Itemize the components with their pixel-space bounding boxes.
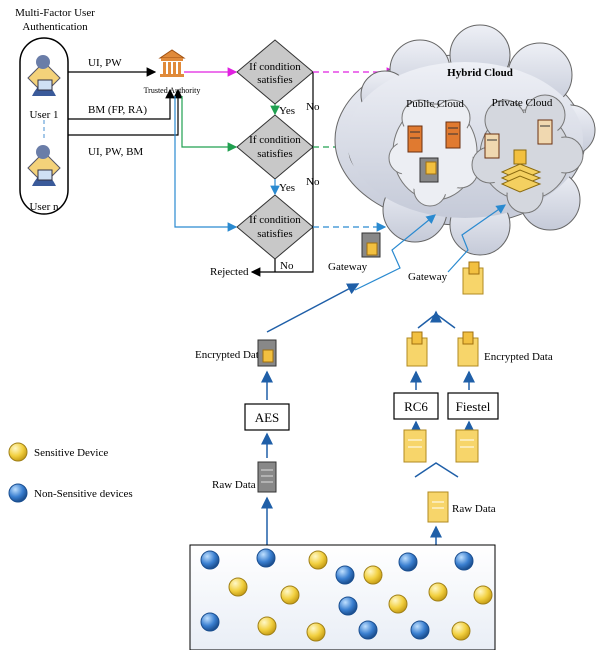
gateway-document-icon-right xyxy=(462,261,484,295)
device-non-sensitive xyxy=(410,620,430,640)
decision-1: If condition satisfies xyxy=(236,39,314,105)
server-icon-4 xyxy=(537,119,553,145)
fiestel-box xyxy=(447,392,499,420)
device-sensitive xyxy=(228,577,248,597)
server-icon-3 xyxy=(484,133,500,159)
users-title-line1: Multi-Factor User xyxy=(15,7,95,19)
device-non-sensitive xyxy=(335,565,355,585)
device-sensitive xyxy=(428,582,448,602)
users-panel: Multi-Factor User Authentication User 1 … xyxy=(15,7,95,215)
decision-2-line2: satisfies xyxy=(257,148,292,160)
flow-blue xyxy=(174,96,238,232)
legend-sensitive-label: Sensitive Device xyxy=(34,447,108,459)
decision-3-line2: satisfies xyxy=(257,228,292,240)
rc6-label: RC6 xyxy=(404,399,428,414)
right-raw-document-icon-1 xyxy=(403,429,427,463)
arrow-ui-pw-bm xyxy=(68,88,183,136)
arrow-bm xyxy=(68,88,175,120)
legend-non-sensitive-swatch xyxy=(8,483,28,503)
device-population xyxy=(200,548,493,642)
private-cloud: Private Cloud xyxy=(471,94,584,214)
right-encrypted-document-icon-1 xyxy=(406,331,428,367)
decision-3-line1: If condition xyxy=(249,214,301,226)
left-encrypted-label: Encrypted Data xyxy=(195,349,264,361)
usern-icon xyxy=(27,145,61,186)
cred-ui-pw: UI, PW xyxy=(88,57,122,69)
device-non-sensitive xyxy=(358,620,378,640)
device-sensitive xyxy=(306,622,326,642)
document-lock-icon xyxy=(419,157,439,183)
left-raw-document-icon xyxy=(257,461,277,493)
yes-label-2: Yes xyxy=(279,182,295,194)
gateway-document-icon-left xyxy=(361,232,381,258)
decision-2: If condition satisfies xyxy=(236,114,314,180)
decision-1-line1: If condition xyxy=(249,61,301,73)
right-split-arrows xyxy=(414,462,459,478)
right-merge-arrows xyxy=(417,313,456,329)
gateway-label-left: Gateway xyxy=(328,261,368,273)
gateway-label-right: Gateway xyxy=(408,271,448,283)
yes-label-1: Yes xyxy=(279,105,295,117)
device-non-sensitive xyxy=(454,551,474,571)
right-raw-label: Raw Data xyxy=(452,503,496,515)
device-sensitive xyxy=(308,550,328,570)
device-sensitive xyxy=(388,594,408,614)
rc6-box xyxy=(393,392,439,420)
right-raw-document-icon-2 xyxy=(455,429,479,463)
cred-bm: BM (FP, RA) xyxy=(88,104,147,116)
user1-label: User 1 xyxy=(29,109,58,121)
device-panel xyxy=(189,544,496,650)
right-encrypted-label: Encrypted Data xyxy=(484,351,553,363)
no-label-3: No xyxy=(280,260,294,272)
data-stack-icon xyxy=(500,149,542,193)
device-sensitive xyxy=(257,616,277,636)
gateway-link-right xyxy=(447,204,506,273)
device-sensitive xyxy=(473,585,493,605)
hybrid-cloud-title: Hybrid Cloud xyxy=(447,67,513,79)
no-label-2: No xyxy=(306,176,320,188)
decision-2-line1: If condition xyxy=(249,134,301,146)
aes-label: AES xyxy=(255,410,280,425)
users-title-line2: Authentication xyxy=(22,21,88,33)
user1-icon xyxy=(27,55,61,96)
no-path xyxy=(250,72,314,277)
fiestel-label: Fiestel xyxy=(456,399,491,414)
trusted-authority-label: Trusted Authority xyxy=(144,86,201,95)
trusted-authority: Trusted Authority xyxy=(144,49,201,95)
private-cloud-label: Private Cloud xyxy=(492,97,553,109)
decision-1-line2: satisfies xyxy=(257,74,292,86)
legend: Sensitive Device Non-Sensitive devices xyxy=(8,442,133,503)
gateway-link-left xyxy=(354,214,436,291)
legend-non-sensitive-label: Non-Sensitive devices xyxy=(34,488,133,500)
device-sensitive xyxy=(280,585,300,605)
legend-sensitive-swatch xyxy=(8,442,28,462)
right-encrypted-document-icon-2 xyxy=(457,331,479,367)
aes-box xyxy=(244,403,290,431)
bank-icon xyxy=(158,49,186,77)
flow-green xyxy=(181,96,238,152)
left-to-gateway-arrow xyxy=(266,283,360,333)
device-non-sensitive xyxy=(256,548,276,568)
usern-label: User n xyxy=(29,201,59,213)
public-cloud-label: Public Cloud xyxy=(406,98,464,110)
right-raw-document-icon-main xyxy=(427,491,449,523)
server-icon-1 xyxy=(407,125,423,153)
cred-ui-pw-bm: UI, PW, BM xyxy=(88,146,143,158)
device-sensitive xyxy=(451,621,471,641)
server-icon-2 xyxy=(445,121,461,149)
left-raw-label: Raw Data xyxy=(212,479,256,491)
device-non-sensitive xyxy=(338,596,358,616)
device-non-sensitive xyxy=(398,552,418,572)
device-non-sensitive xyxy=(200,612,220,632)
credential-arrows: UI, PW BM (FP, RA) UI, PW, BM xyxy=(68,57,183,158)
authority-flows xyxy=(174,67,238,232)
left-encrypted-document-icon xyxy=(257,339,277,367)
decision-3: If condition satisfies xyxy=(236,194,314,260)
device-non-sensitive xyxy=(200,550,220,570)
public-cloud: Public Cloud xyxy=(388,98,479,207)
no-label-1: No xyxy=(306,101,320,113)
rejected-label: Rejected xyxy=(210,266,249,278)
device-sensitive xyxy=(363,565,383,585)
